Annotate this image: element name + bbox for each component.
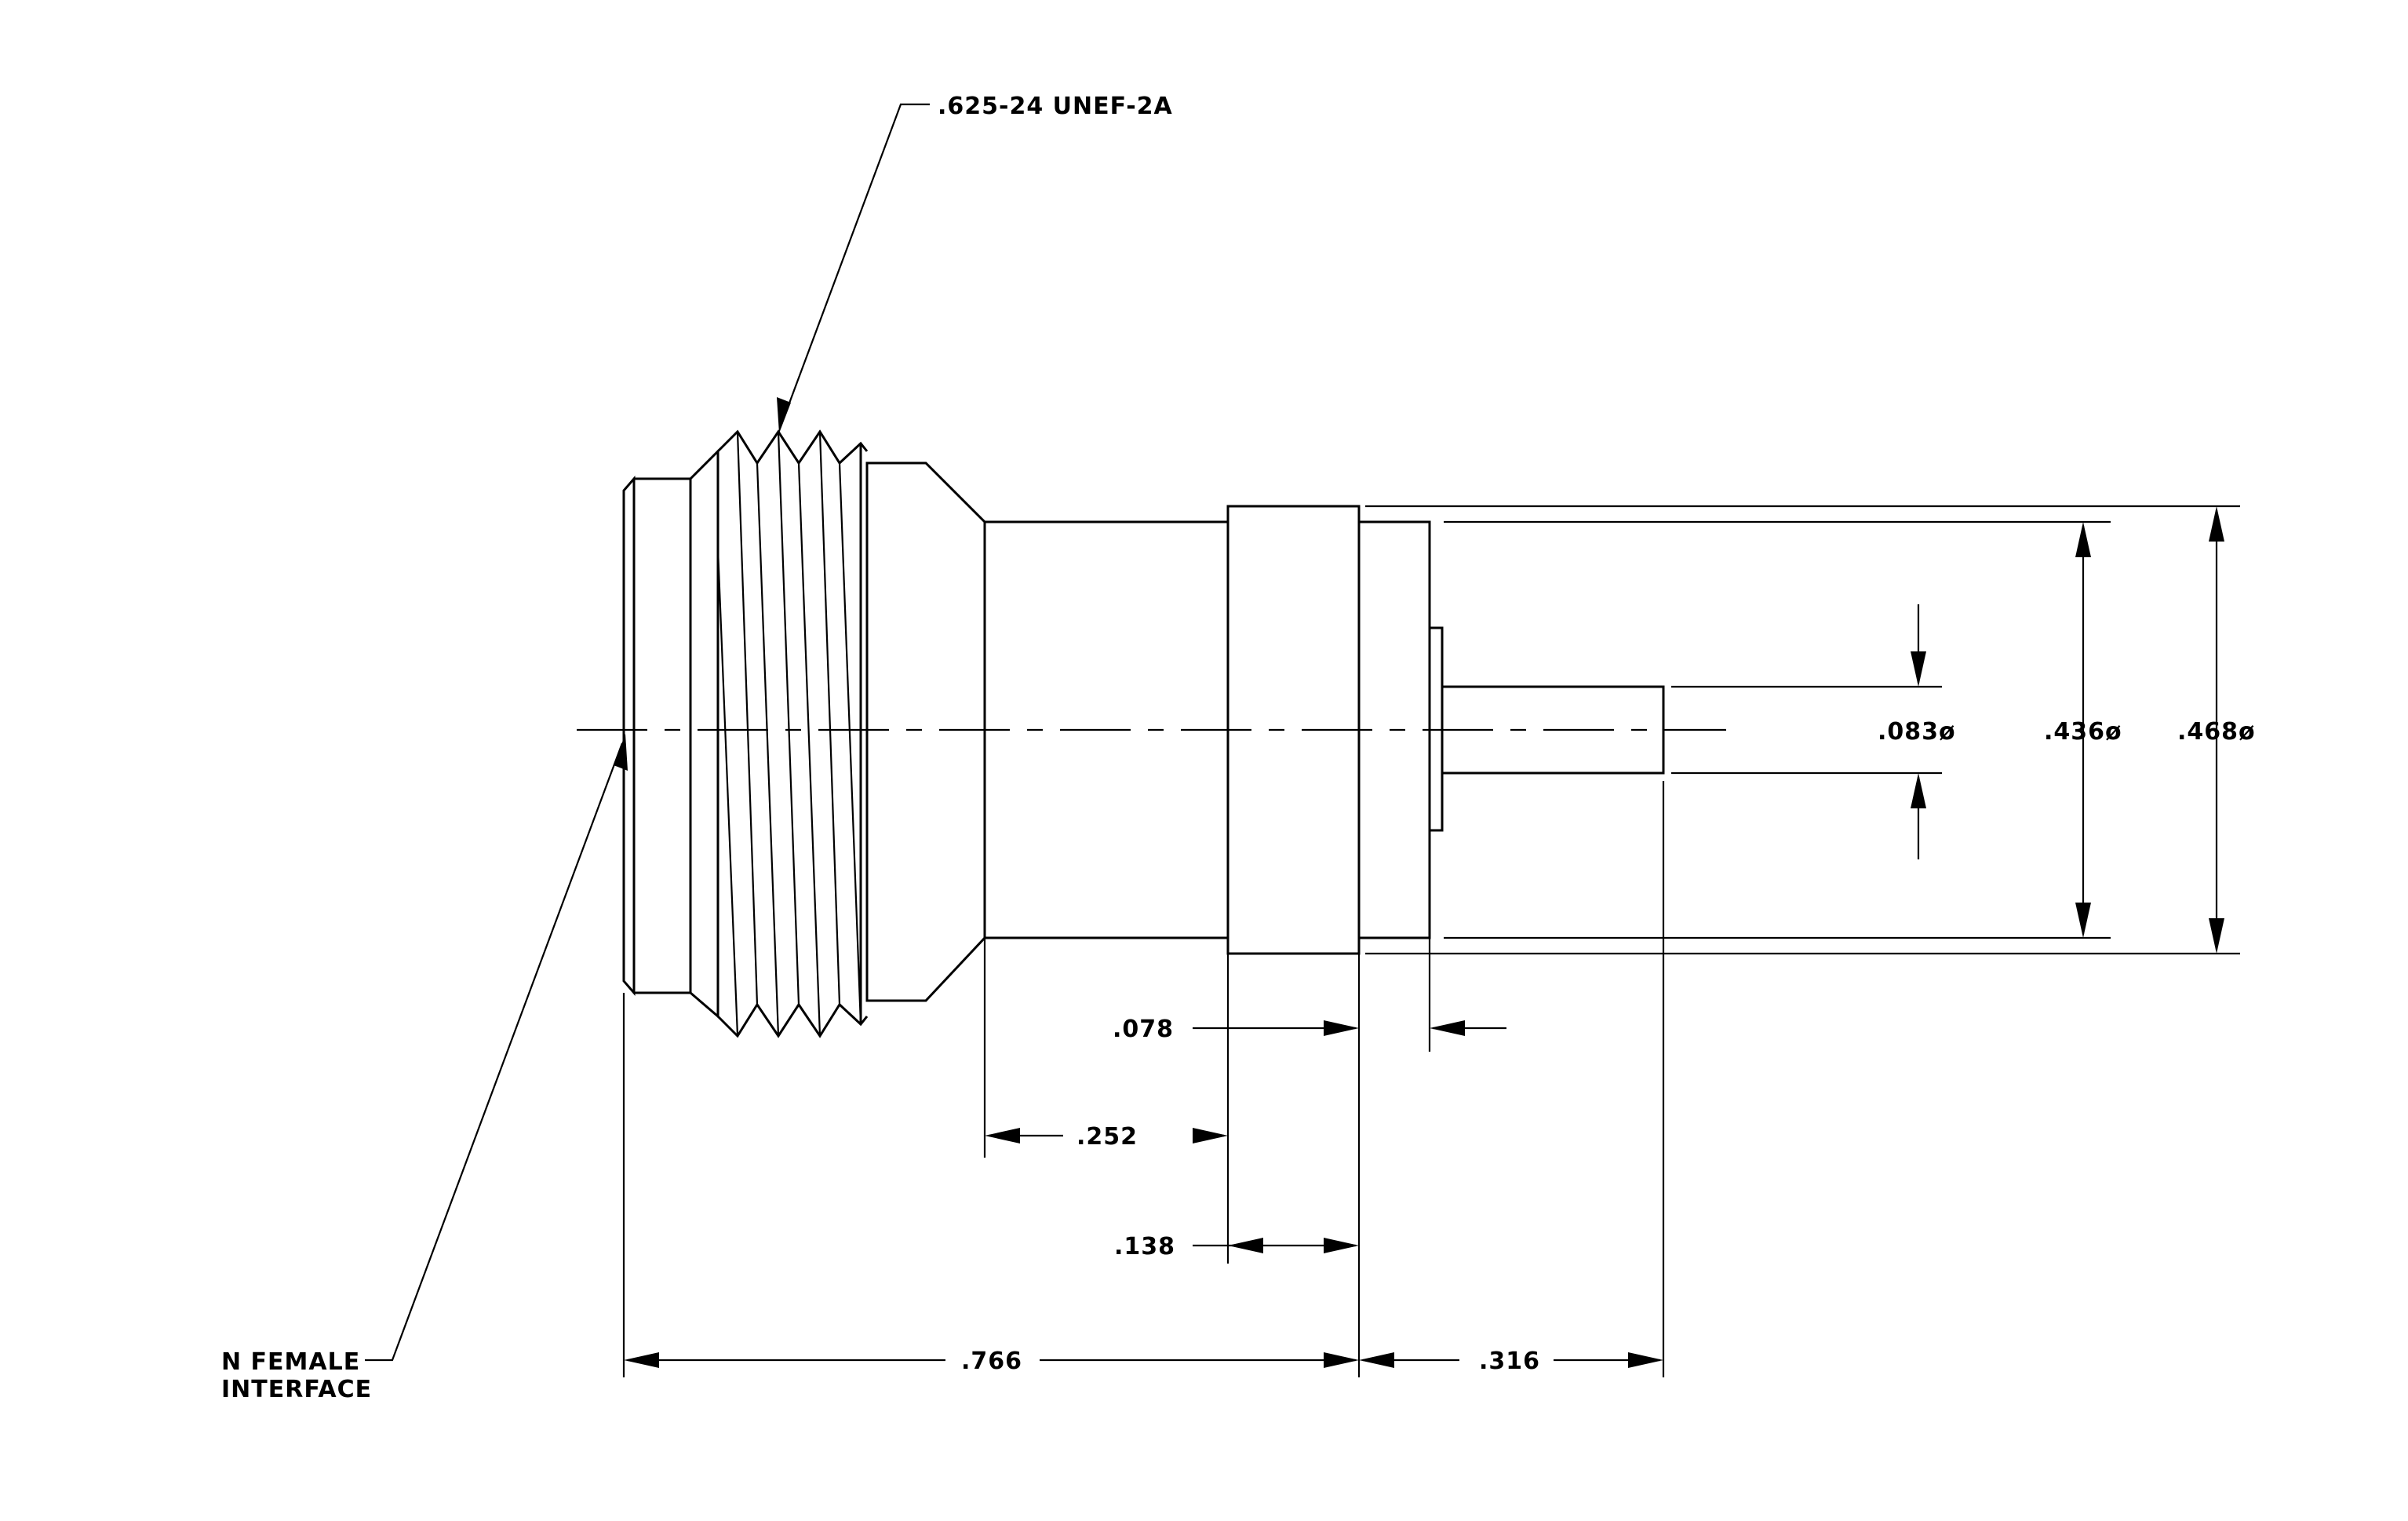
body [985,520,1228,939]
dim-316 [1359,1352,1663,1368]
dim-078 [1193,1020,1506,1036]
interface-leader [365,734,628,1362]
thread-leader [777,103,930,433]
dim-766 [624,1352,1359,1368]
dim-body-diameter-label: .436ø [2044,718,2122,746]
dim-316-label: .316 [1479,1348,1540,1375]
dim-pin-diameter-label: .083ø [1878,718,1956,746]
dim-flange-diameter [2209,506,2224,954]
front-collar [634,477,692,994]
thread-section [689,429,869,1038]
dim-138-label: .138 [1114,1233,1175,1260]
dim-252 [985,1128,1228,1143]
dim-flange-diameter-label: .468ø [2177,718,2256,746]
dim-252-label: .252 [1076,1123,1138,1151]
front-lip [622,475,636,997]
interface-label-line2: INTERFACE [221,1376,372,1403]
dim-078-label: .078 [1113,1016,1174,1043]
interface-label-line1: N FEMALE [221,1348,360,1376]
dim-body-diameter [2075,522,2091,938]
pin [1442,685,1665,775]
shoulder [865,461,986,1002]
dim-138 [1193,1238,1359,1253]
dim-pin-diameter [1911,604,1926,859]
thread-callout-label: .625-24 UNEF-2A [938,93,1173,120]
pin-base [1428,626,1444,832]
extension-lines [622,505,2240,1377]
dim-766-label: .766 [961,1348,1022,1375]
